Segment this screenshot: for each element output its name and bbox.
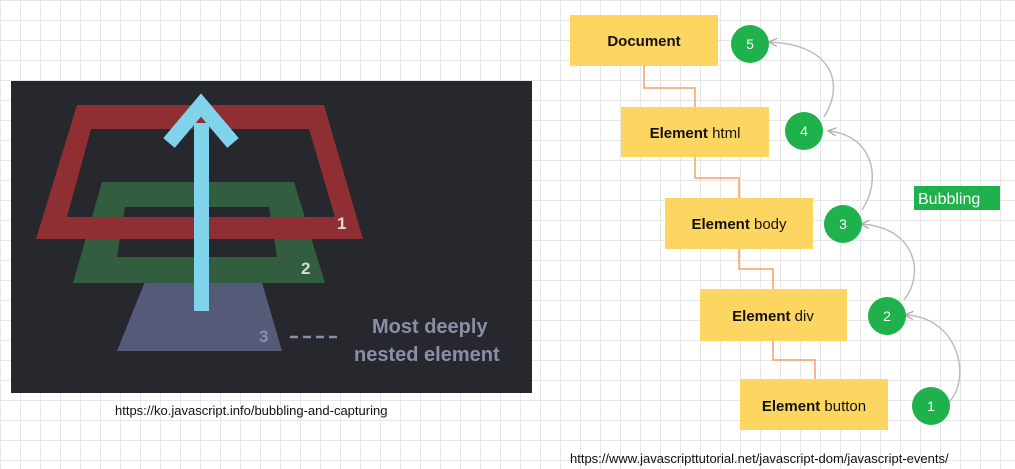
arrow-2-to-3	[862, 224, 914, 300]
node-document-bold: Document	[607, 33, 680, 50]
svg-text:Document: Document	[607, 33, 680, 50]
right-caption: https://www.javascripttutorial.net/javas…	[570, 451, 949, 466]
step-4-label: 4	[800, 123, 808, 139]
node-div-bold: Element	[732, 308, 790, 325]
node-body-rest: body	[750, 216, 787, 233]
step-3-label: 3	[839, 216, 847, 232]
node-body-bold: Element	[691, 216, 749, 233]
node-document: Document	[570, 15, 718, 66]
connector-html-body	[695, 157, 739, 198]
bubbling-tag: Bubbling	[914, 186, 1000, 210]
step-circle-3: 3	[824, 205, 862, 243]
step-circle-5: 5	[731, 25, 769, 63]
node-div: Element div	[700, 289, 847, 341]
node-html-bold: Element	[650, 125, 708, 142]
connector-div-button	[773, 341, 815, 379]
arrow-3-to-4	[829, 131, 872, 210]
step-1-label: 1	[927, 398, 935, 414]
node-div-rest: div	[791, 308, 815, 325]
connector-document-html	[644, 66, 695, 107]
svg-text:Element div: Element div	[732, 308, 814, 325]
step-circle-4: 4	[785, 112, 823, 150]
arrow-4-to-5	[770, 42, 833, 117]
step-5-label: 5	[746, 36, 754, 52]
node-html-rest: html	[708, 125, 741, 142]
step-circle-2: 2	[868, 297, 906, 335]
node-button-bold: Element	[762, 398, 820, 415]
bubbling-tag-label: Bubbling	[918, 191, 980, 208]
step-2-label: 2	[883, 308, 891, 324]
svg-text:Element html: Element html	[650, 125, 741, 142]
connector-body-div	[739, 249, 773, 289]
node-body: Element body	[665, 198, 813, 249]
svg-text:Element button: Element button	[762, 398, 866, 415]
step-circle-1: 1	[912, 387, 950, 425]
node-html: Element html	[621, 107, 769, 157]
svg-text:Element body: Element body	[691, 216, 787, 233]
node-button-rest: button	[820, 398, 866, 415]
node-button: Element button	[740, 379, 888, 430]
